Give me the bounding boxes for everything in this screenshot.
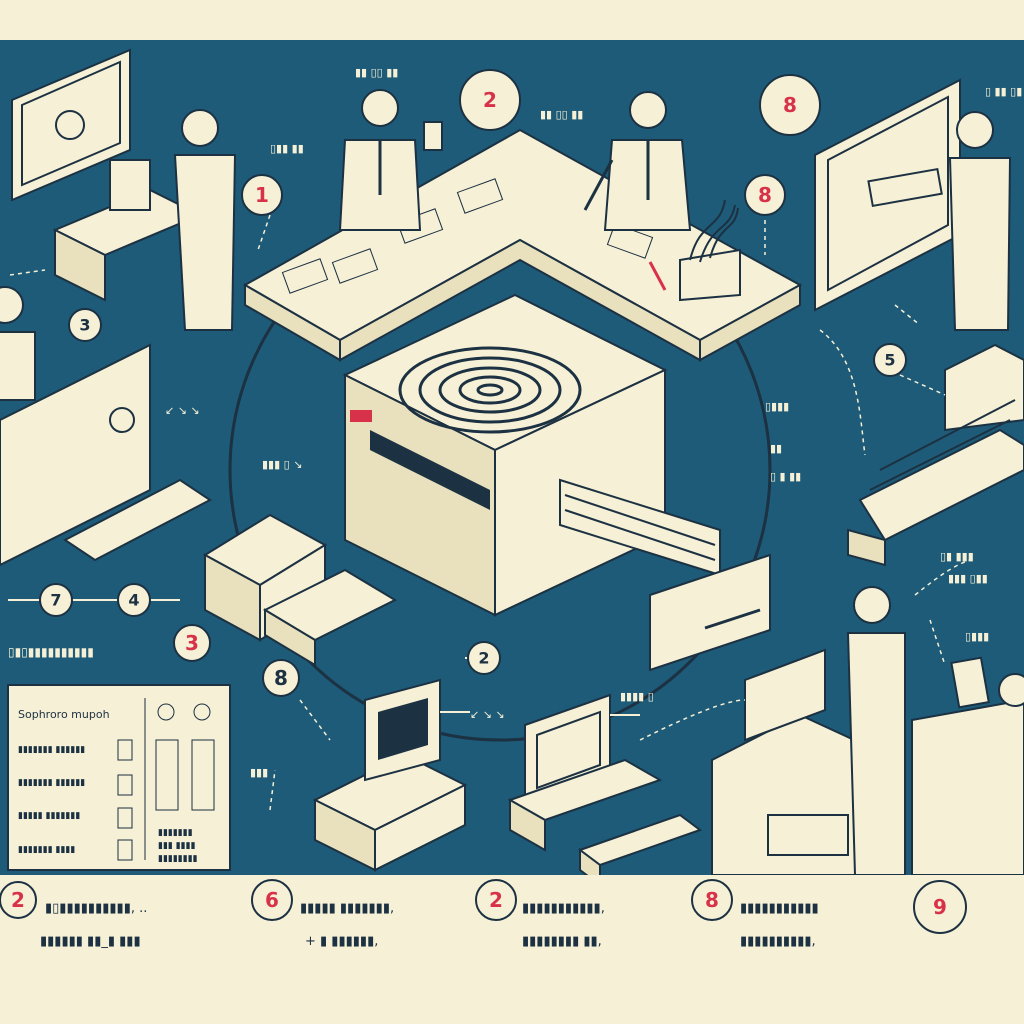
seal-icon — [157, 703, 175, 721]
step-badge[interactable]: 3 — [68, 308, 102, 342]
step-badge[interactable]: 6 — [251, 879, 293, 921]
step-badge[interactable]: 2 — [0, 881, 37, 919]
svg-text:3: 3 — [79, 316, 90, 335]
panel-title: Sophroro mupoh — [18, 708, 110, 721]
svg-text:8: 8 — [274, 666, 288, 690]
step-badge[interactable]: 7 — [39, 583, 73, 617]
computer-workstation-bottom-center — [507, 693, 703, 887]
note-counter-right — [847, 343, 1024, 567]
panel-row: ▮▮▮▮▮ ▮▮▮▮▮▮▮ — [18, 811, 80, 821]
counter-desk — [242, 128, 803, 362]
label: ▯ ▮ ▮▮ — [770, 470, 801, 483]
step-badge[interactable]: 1 — [241, 174, 283, 216]
caption-line: + ▮ ▮▮▮▮▮▮, — [305, 934, 378, 949]
step-badge[interactable]: 5 — [873, 343, 907, 377]
step-badge[interactable]: 8 — [691, 879, 733, 921]
step-badge[interactable]: 2 — [475, 879, 517, 921]
clerk-figure-bottom-right — [911, 656, 1024, 876]
caption-line: ▮▯▮▮▮▮▮▮▮▮▮▮, .. — [45, 901, 147, 916]
label: ▯▮ ▮▮▮ — [940, 550, 974, 563]
left-caption: ▯▮▯▮▮▮▮▮▮▮▮▮▮ — [8, 645, 94, 659]
seal-icon — [193, 703, 211, 721]
note-stack-icon — [679, 199, 741, 302]
svg-text:2: 2 — [483, 88, 497, 112]
label: ▮▮▮ ▯ ↘ — [262, 458, 302, 471]
stamp-icon — [117, 739, 133, 761]
svg-text:8: 8 — [705, 888, 719, 912]
stamp-icon — [117, 774, 133, 796]
step-badge[interactable]: 4 — [117, 583, 151, 617]
step-badge[interactable]: 2 — [467, 641, 501, 675]
caption-line: ▮▮▮▮▮▮▮▮▮▮▮, — [522, 901, 605, 916]
red-arrow-icon — [648, 261, 667, 291]
label: ▯▮▮▮ — [765, 400, 789, 413]
label: ▮▮ ▯▯ ▮▮ — [355, 66, 398, 79]
label: ▮▮▮▮ ▯ — [620, 690, 654, 703]
flow-arrows — [9, 214, 971, 811]
step-badge[interactable]: 2 — [459, 69, 521, 131]
svg-text:1: 1 — [255, 183, 269, 207]
label: ▯▮▮▮ — [965, 630, 989, 643]
label: ↙ ↘ ↘ — [165, 404, 200, 417]
label: ↙ ↘ ↘ — [470, 708, 505, 721]
svg-text:6: 6 — [265, 888, 279, 912]
caption-line: ▮▮▮▮▮▮▮▮▮▮▮ — [740, 901, 819, 916]
step-badge[interactable]: 8 — [262, 659, 300, 697]
banknote-icon — [191, 739, 215, 811]
svg-text:9: 9 — [933, 895, 947, 919]
label: ▯ ▮▮ ▯▮ — [985, 85, 1022, 98]
label: ▮▮▮ ▯▮▮ — [948, 572, 988, 585]
svg-text:5: 5 — [884, 351, 895, 370]
computer-workstation-bottom-right — [711, 586, 906, 876]
label: ▮▮ — [770, 442, 782, 455]
money-printing-machine — [342, 293, 771, 672]
computer-workstation-top-right — [814, 78, 1012, 331]
panel-right-row: ▮▮▮▮▮▮▮▮ — [158, 854, 198, 864]
svg-text:2: 2 — [478, 649, 489, 668]
svg-text:3: 3 — [185, 631, 199, 655]
svg-text:8: 8 — [758, 183, 772, 207]
banknote-icon — [155, 739, 179, 811]
panel-row: ▮▮▮▮▮▮▮ ▮▮▮▮▮▮ — [18, 778, 85, 788]
computer-workstation-top-left — [11, 48, 237, 331]
step-badge[interactable]: 9 — [913, 880, 967, 934]
step-badge[interactable]: 8 — [759, 74, 821, 136]
stamp-icon — [117, 839, 133, 861]
caption-line: ▮▮▮▮▮ ▮▮▮▮▮▮▮, — [300, 901, 394, 916]
panel-row: ▮▮▮▮▮▮▮ ▮▮▮▮ — [18, 845, 75, 855]
panel-row: ▮▮▮▮▮▮▮ ▮▮▮▮▮▮ — [18, 745, 85, 755]
computer-workstation-bottom-left — [312, 678, 468, 872]
svg-text:4: 4 — [128, 591, 139, 610]
banknote-icon — [281, 178, 654, 294]
panel-right-row: ▮▮▮▮▮▮▮ — [158, 828, 193, 838]
svg-text:7: 7 — [50, 591, 61, 610]
info-panel: Sophroro mupoh ▮▮▮▮▮▮▮ ▮▮▮▮▮▮ ▮▮▮▮▮▮▮ ▮▮… — [7, 684, 231, 871]
step-badge[interactable]: 3 — [173, 624, 211, 662]
computer-workstation-left — [0, 286, 212, 567]
clerk-figure-left — [338, 89, 443, 231]
caption-line: ▮▮▮▮▮▮▮▮ ▮▮, — [522, 934, 602, 949]
clerk-figure-right — [583, 91, 692, 231]
label: ▮▮▮ — [250, 766, 268, 779]
label: ▮▮ ▯▯ ▮▮ — [540, 108, 583, 121]
caption-line: ▮▮▮▮▮▮ ▮▮_▮ ▮▮▮ — [40, 934, 141, 949]
label: ▯▮▮ ▮▮ — [270, 142, 304, 155]
small-printer-left — [203, 513, 398, 667]
step-badge[interactable]: 8 — [744, 174, 786, 216]
panel-right-row: ▮▮▮ ▮▮▮▮ — [158, 841, 196, 851]
stamp-icon — [117, 807, 133, 829]
svg-text:2: 2 — [11, 888, 25, 912]
svg-text:8: 8 — [783, 93, 797, 117]
caption-line: ▮▮▮▮▮▮▮▮▮▮, — [740, 934, 816, 949]
svg-text:2: 2 — [489, 888, 503, 912]
